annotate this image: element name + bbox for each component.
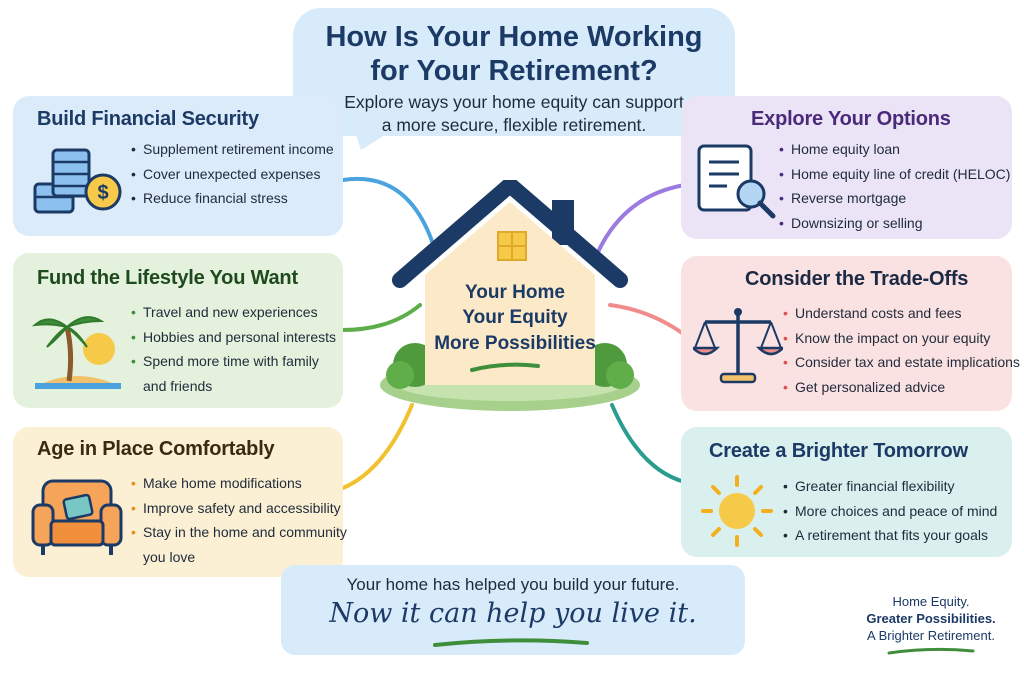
list-item: Travel and new experiences xyxy=(131,300,336,325)
armchair-icon xyxy=(31,479,123,555)
list-item: A retirement that fits your goals xyxy=(783,523,997,548)
palm-island-icon xyxy=(31,316,121,389)
card-heading: Explore Your Options xyxy=(751,108,951,130)
list-item: More choices and peace of mind xyxy=(783,499,997,524)
list-item: Greater financial flexibility xyxy=(783,474,997,499)
card-items: Understand costs and fees Know the impac… xyxy=(783,301,1020,399)
card-heading: Create a Brighter Tomorrow xyxy=(709,440,968,462)
balance-scale-icon xyxy=(693,308,783,384)
list-item: Supplement retirement income xyxy=(131,137,334,162)
list-item: Consider tax and estate implications xyxy=(783,350,1020,375)
list-item: Improve safety and accessibility xyxy=(131,496,347,521)
card-heading: Fund the Lifestyle You Want xyxy=(37,267,298,289)
title-bubble: How Is Your Home Working for Your Retire… xyxy=(293,8,735,150)
list-item: Reduce financial stress xyxy=(131,186,334,211)
banner-line-2: Now it can help you live it. xyxy=(329,598,697,629)
list-item: Downsizing or selling xyxy=(779,211,1010,236)
list-item-continuation: and friends xyxy=(143,377,213,394)
sun-icon xyxy=(701,475,773,547)
center-line-1: Your Home xyxy=(465,282,565,303)
banner-line-1: Your home has helped you build your futu… xyxy=(346,575,680,594)
card-items: Supplement retirement income Cover unexp… xyxy=(131,137,334,211)
tagline: Home Equity. Greater Possibilities. A Br… xyxy=(858,593,1004,656)
coins-dollar-icon: $ xyxy=(33,148,122,214)
card-items: Travel and new experiences Hobbies and p… xyxy=(131,300,336,398)
tagline-line-2: Greater Possibilities. xyxy=(866,611,996,626)
list-item: Get personalized advice xyxy=(783,375,1020,400)
list-item-continuation: you love xyxy=(143,548,196,565)
card-financial-security: Build Financial Security $ Supplement re… xyxy=(13,96,343,236)
card-heading: Age in Place Comfortably xyxy=(37,438,275,460)
house-illustration xyxy=(380,180,640,411)
card-brighter-tomorrow: Create a Brighter Tomorrow Greater finan… xyxy=(681,427,1012,557)
center-line-2: Your Equity xyxy=(462,307,568,328)
tagline-line-3: A Brighter Retirement. xyxy=(867,628,995,643)
list-item: Hobbies and personal interests xyxy=(131,325,336,350)
list-item: Understand costs and fees xyxy=(783,301,1020,326)
card-trade-offs: Consider the Trade-Offs Understand costs… xyxy=(681,256,1020,411)
card-heading: Consider the Trade-Offs xyxy=(745,268,969,290)
list-item: Home equity loan xyxy=(779,137,1010,162)
tagline-line-1: Home Equity. xyxy=(892,594,970,609)
subtitle-line-1: Explore ways your home equity can suppor… xyxy=(344,92,684,112)
bottom-banner: Your home has helped you build your futu… xyxy=(281,565,745,655)
list-item: Make home modifications xyxy=(131,471,347,496)
card-age-in-place: Age in Place Comfortably Make home modif… xyxy=(13,427,347,577)
title-line-1: How Is Your Home Working xyxy=(325,21,703,53)
card-items: Home equity loan Home equity line of cre… xyxy=(779,137,1010,235)
list-item: Reverse mortgage xyxy=(779,186,1010,211)
title-line-2: for Your Retirement? xyxy=(370,55,658,87)
card-items: Greater financial flexibility More choic… xyxy=(783,474,997,548)
roof xyxy=(392,180,628,288)
card-items: Make home modifications Improve safety a… xyxy=(131,471,347,569)
document-magnifier-icon xyxy=(697,144,776,219)
list-item: Stay in the home and community xyxy=(131,520,347,545)
banner-underline xyxy=(433,638,589,647)
speech-tail xyxy=(353,126,399,150)
card-heading: Build Financial Security xyxy=(37,108,259,130)
list-item: Know the impact on your equity xyxy=(783,326,1020,351)
subtitle-line-2: a more secure, flexible retirement. xyxy=(381,115,647,135)
card-explore-options: Explore Your Options Home equity loan Ho… xyxy=(681,96,1012,239)
list-item: Home equity line of credit (HELOC) xyxy=(779,162,1010,187)
card-lifestyle: Fund the Lifestyle You Want Travel and n… xyxy=(13,253,343,408)
svg-text:$: $ xyxy=(97,182,108,204)
tagline-underline xyxy=(887,647,975,655)
list-item: Cover unexpected expenses xyxy=(131,162,334,187)
list-item: Spend more time with family xyxy=(131,349,336,374)
center-line-3: More Possibilities xyxy=(434,333,596,354)
